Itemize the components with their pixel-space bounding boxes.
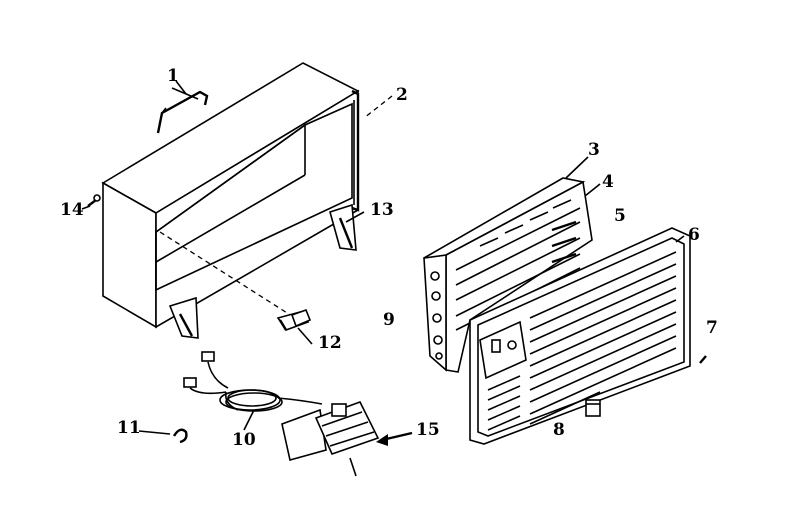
callout-6: 6 xyxy=(688,225,700,245)
power-cord-part xyxy=(183,351,323,412)
callout-4: 4 xyxy=(602,172,614,192)
instruction-booklet-part xyxy=(281,401,380,477)
leader-lines xyxy=(81,80,685,446)
callout-5: 5 xyxy=(614,206,626,226)
callout-7: 7 xyxy=(706,318,718,338)
callout-15: 15 xyxy=(416,420,440,440)
clip-part xyxy=(172,428,188,444)
screw-part xyxy=(87,194,101,207)
bracket-clip-part xyxy=(276,308,312,331)
callout-1: 1 xyxy=(167,66,179,86)
knob-part xyxy=(585,399,601,417)
callout-9: 9 xyxy=(383,310,395,330)
leg-part xyxy=(168,203,357,339)
callout-12: 12 xyxy=(318,333,342,353)
screw-small-part xyxy=(699,355,707,364)
cabinet-housing-part xyxy=(101,62,360,329)
callout-3: 3 xyxy=(588,140,600,160)
grille-part xyxy=(469,227,691,445)
callout-2: 2 xyxy=(396,85,408,105)
callout-13: 13 xyxy=(370,200,394,220)
callout-10: 10 xyxy=(232,430,256,450)
callout-8: 8 xyxy=(553,420,565,440)
callout-11: 11 xyxy=(117,418,141,438)
callout-14: 14 xyxy=(60,200,84,220)
